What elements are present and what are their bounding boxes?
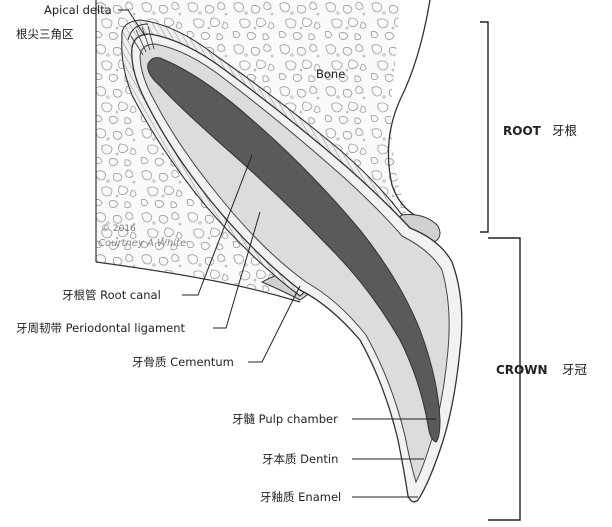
label-dentin: 牙本质 Dentin bbox=[262, 452, 338, 466]
crown-bracket bbox=[488, 237, 521, 521]
label-crown: CROWN bbox=[496, 363, 548, 377]
label-pulp-chamber: 牙髓 Pulp chamber bbox=[232, 412, 338, 426]
label-root: ROOT bbox=[503, 124, 542, 138]
label-bone: Bone bbox=[316, 67, 345, 81]
leader-root-canal bbox=[182, 154, 253, 296]
apical-delta bbox=[127, 23, 155, 56]
signature-text: Courtney A White bbox=[98, 238, 186, 249]
label-root-canal: 牙根管 Root canal bbox=[62, 288, 161, 302]
pulp-chamber-region bbox=[147, 57, 441, 443]
leader-periodontal-ligament bbox=[213, 211, 261, 329]
label-cementum: 牙骨质 Cementum bbox=[132, 355, 234, 369]
root-bracket bbox=[480, 21, 489, 233]
label-crown-cn: 牙冠 bbox=[562, 362, 588, 377]
copyright-text: © 2016 bbox=[101, 224, 136, 234]
label-apical-delta: Apical delta bbox=[44, 3, 112, 17]
label-periodontal-ligament: 牙周韧带 Periodontal ligament bbox=[16, 321, 186, 335]
leader-apical-delta bbox=[118, 9, 146, 37]
label-apical-delta-cn: 根尖三角区 bbox=[16, 27, 74, 41]
leader-cementum bbox=[248, 285, 301, 363]
label-root-cn: 牙根 bbox=[552, 123, 578, 138]
dentin-region bbox=[139, 43, 450, 484]
label-enamel: 牙釉质 Enamel bbox=[260, 490, 341, 504]
